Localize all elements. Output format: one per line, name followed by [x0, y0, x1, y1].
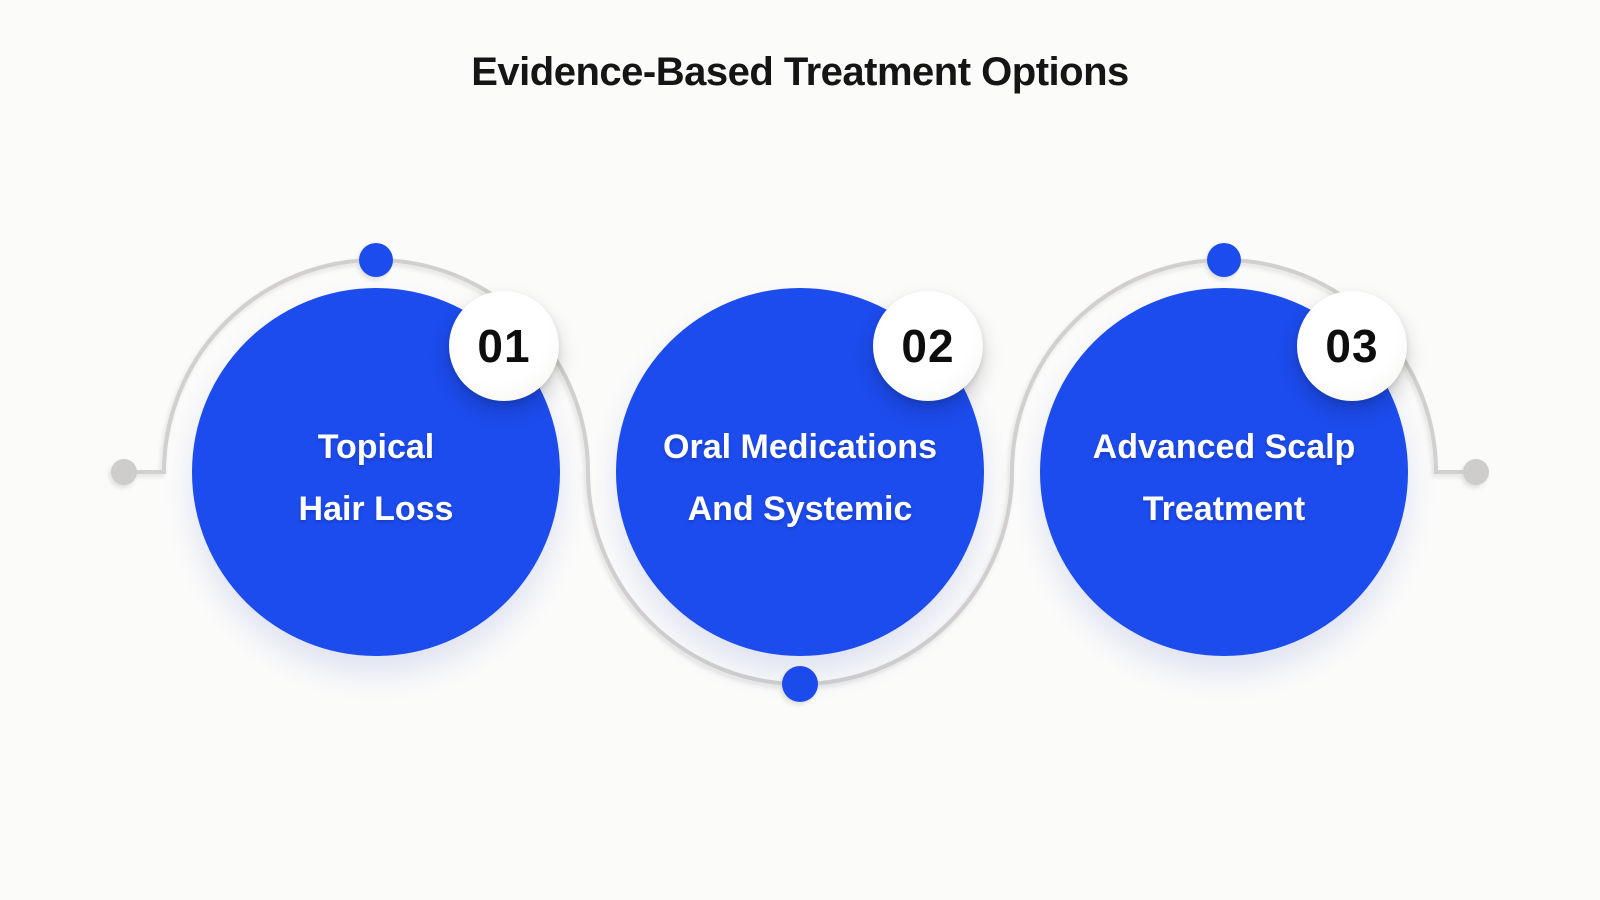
step-number: 02: [901, 320, 955, 372]
step-label-line2: Treatment: [1142, 490, 1306, 528]
step-label-line2: Hair Loss: [298, 490, 454, 528]
step-number-badge-1: 01: [449, 291, 559, 401]
step-number: 03: [1325, 320, 1379, 372]
step3-apex-dot: [1207, 243, 1241, 277]
left-endpoint-dot: [111, 459, 137, 485]
step1-apex-dot: [359, 243, 393, 277]
step-number-badge-3: 03: [1297, 291, 1407, 401]
page-title: Evidence-Based Treatment Options: [471, 50, 1129, 94]
step-label-line1: Topical: [317, 428, 435, 466]
step2-apex-dot: [782, 666, 818, 702]
step-number: 01: [477, 320, 531, 372]
step-number-badge-2: 02: [873, 291, 983, 401]
step-label-line1: Advanced Scalp: [1092, 428, 1356, 466]
step-label-line1: Oral Medications: [663, 428, 937, 466]
step-label-line2: And Systemic: [687, 490, 913, 528]
right-endpoint-dot: [1463, 459, 1489, 485]
